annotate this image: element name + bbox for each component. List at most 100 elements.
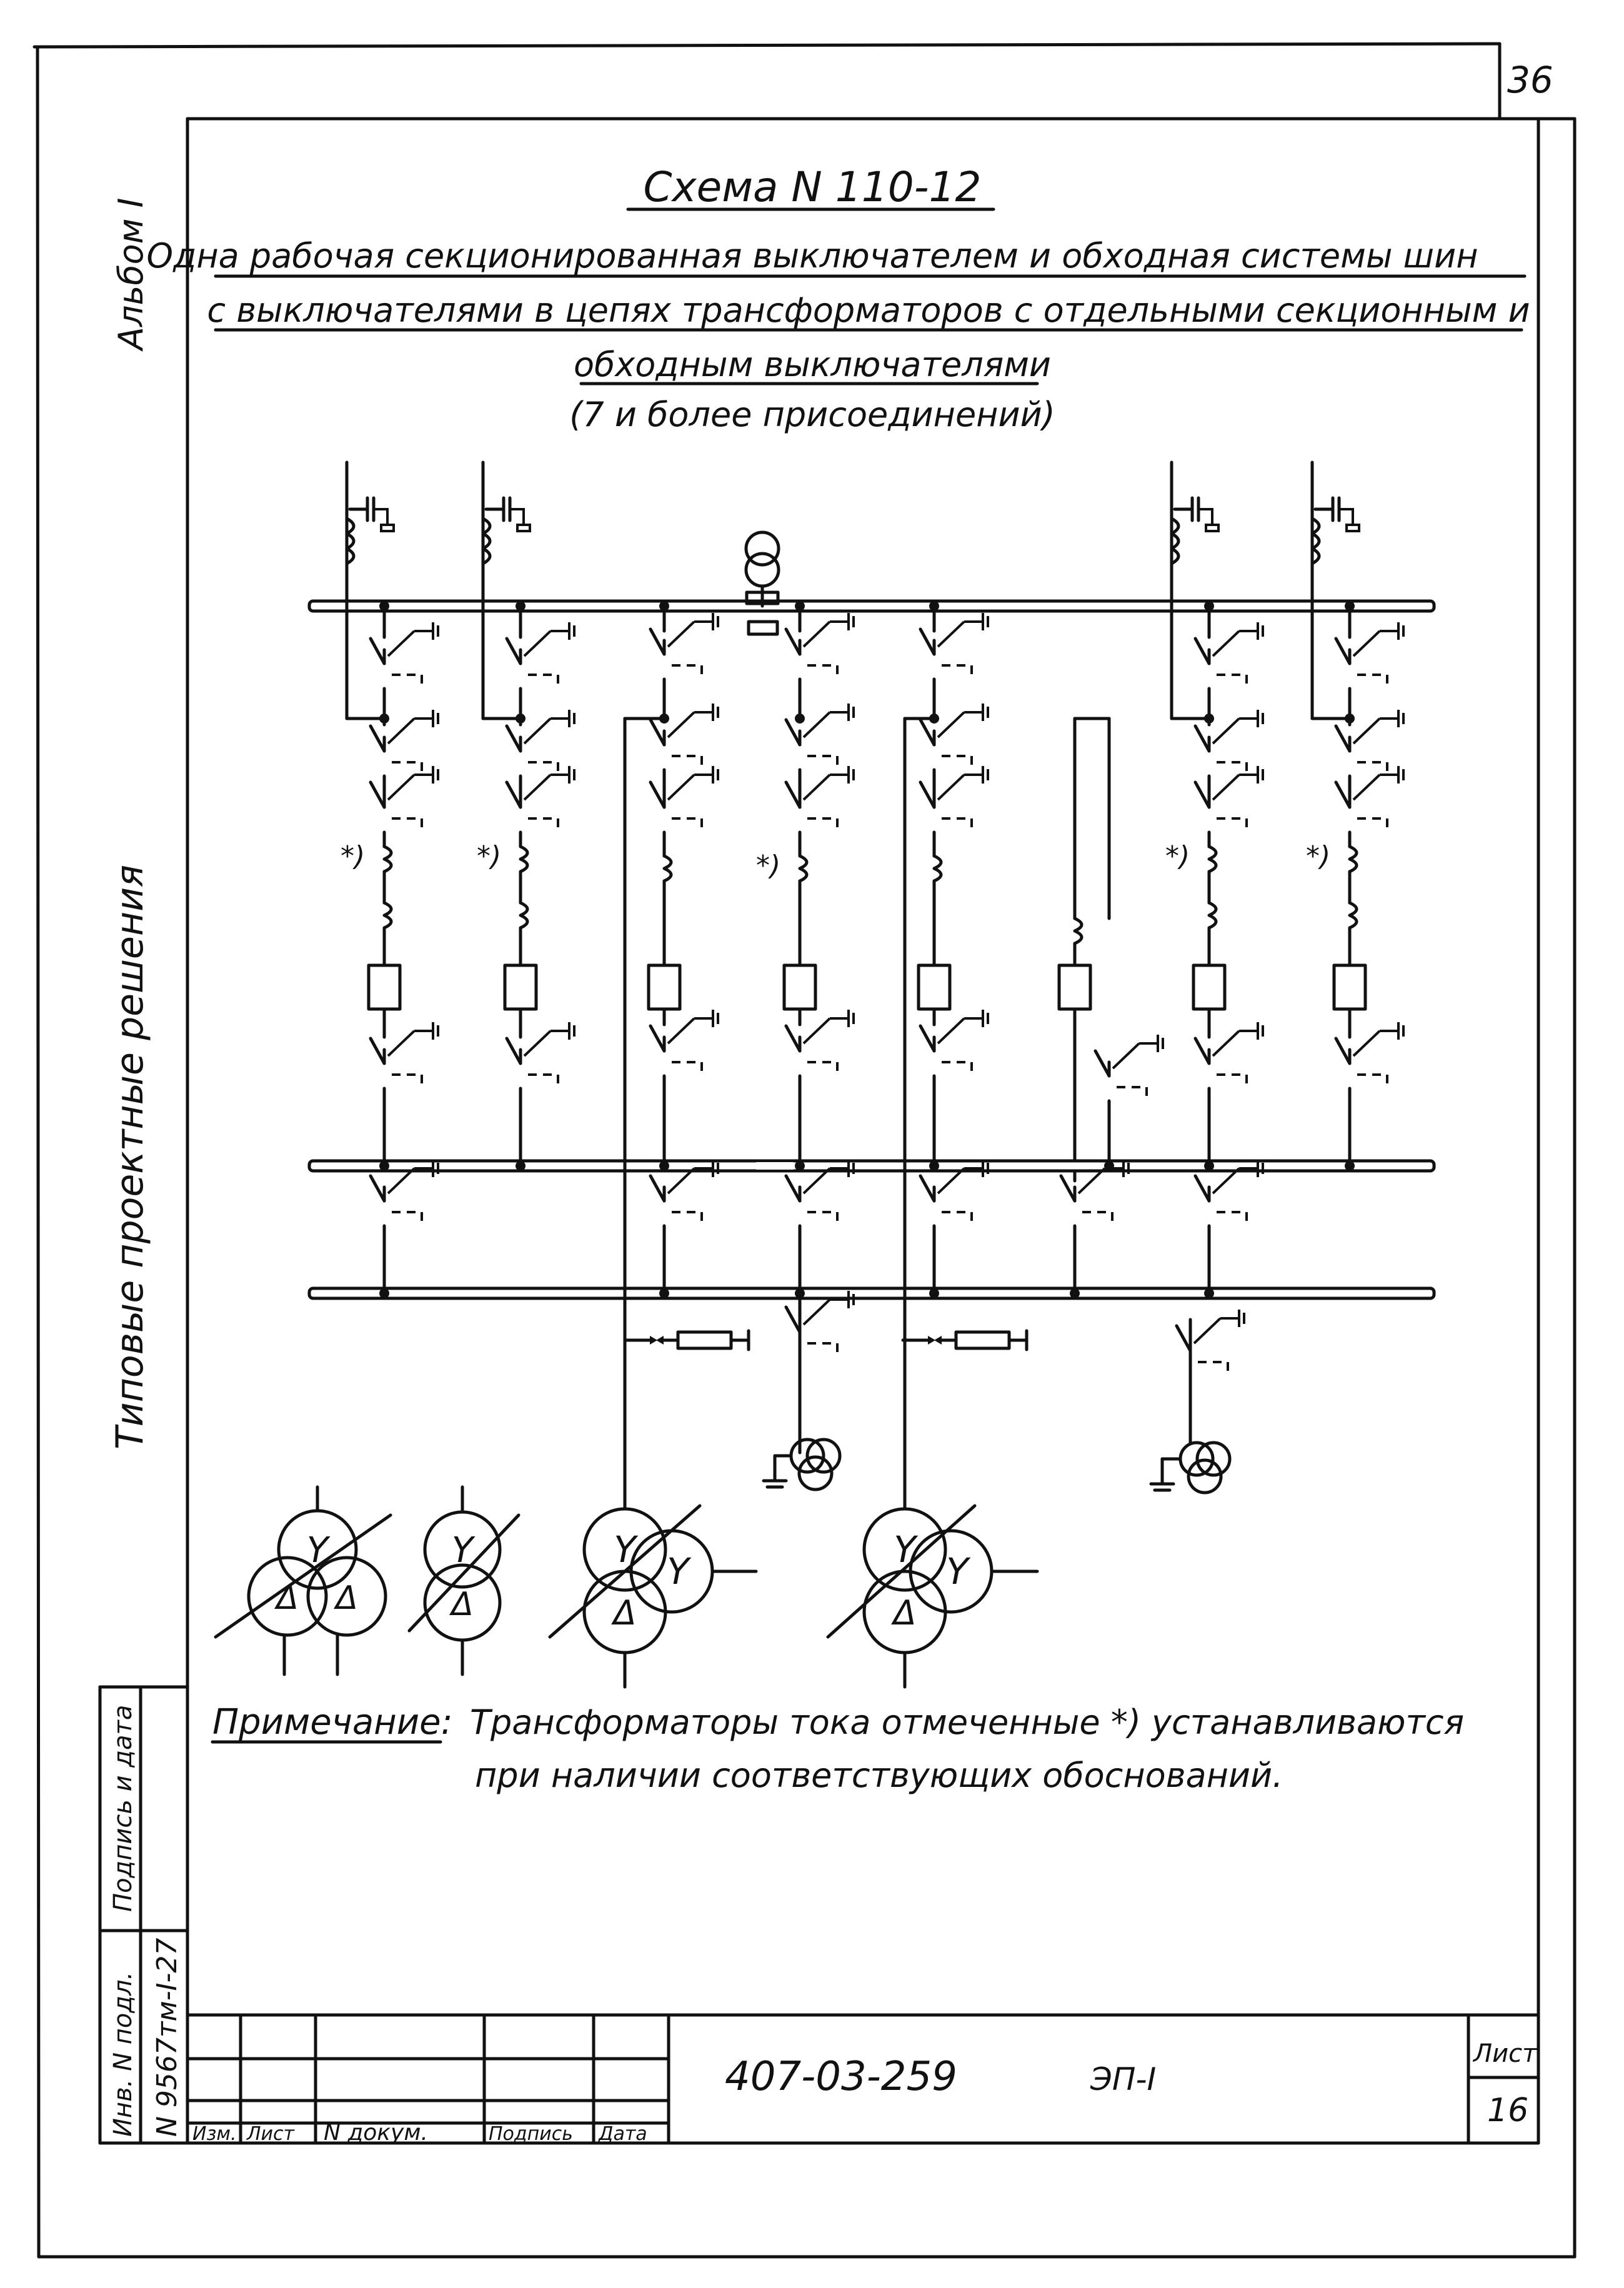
circuit-breaker	[1332, 963, 1367, 1011]
circuit-breaker	[503, 963, 538, 1011]
delta-symbol: Δ	[891, 1593, 917, 1633]
junction-dot	[929, 601, 939, 611]
drive-link	[672, 817, 703, 832]
disconnector-blade	[1093, 1049, 1111, 1078]
earth-blade	[667, 711, 695, 739]
circuit-breaker	[1057, 963, 1092, 1011]
disconnector-blade	[784, 1305, 802, 1334]
note-line-1: Трансформаторы тока отмеченные *) устана…	[470, 1703, 1464, 1742]
series-label: Типовые проектные решения	[108, 865, 152, 1450]
sheet-value: 16	[1487, 2092, 1528, 2129]
junction-dot	[795, 714, 805, 724]
current-transformer	[519, 845, 529, 873]
drive-link	[807, 1211, 839, 1226]
sheet-label: Лист	[1472, 2039, 1538, 2068]
drive-link	[528, 1073, 559, 1088]
transformer-1: Y Δ Δ	[214, 1485, 392, 1676]
line-trap	[1170, 517, 1180, 565]
drive-link	[807, 1342, 839, 1357]
drive-link	[1217, 817, 1248, 832]
current-transformer	[382, 901, 393, 930]
drive-link	[807, 664, 839, 679]
drive-link	[672, 1061, 703, 1076]
coupling-capacitor	[1205, 524, 1220, 532]
junction-dot	[1345, 714, 1355, 724]
disconnector-blade	[919, 1024, 936, 1053]
wye-symbol: Y	[946, 1550, 971, 1593]
col-signature: Подпись	[489, 2123, 573, 2145]
drive-link	[1117, 1086, 1148, 1101]
transformer-3: Y Y Δ	[548, 717, 758, 1689]
bus-voltage-transformer	[744, 530, 780, 636]
junction-dot	[379, 601, 389, 611]
sheet-number: 36	[1507, 59, 1553, 101]
earth-blade	[802, 1298, 831, 1326]
junction-dot	[379, 714, 389, 724]
drive-link	[942, 817, 973, 832]
junction-dot	[929, 1161, 939, 1171]
circuit-breaker	[367, 963, 402, 1011]
earth-blade	[937, 1017, 965, 1045]
earth-blade	[387, 1030, 416, 1057]
junction-dot	[1204, 601, 1214, 611]
current-transformer	[1207, 845, 1218, 873]
drive-link	[528, 761, 559, 776]
drive-link	[807, 1061, 839, 1076]
junction-dot	[1204, 1161, 1214, 1171]
earth-blade	[1112, 1042, 1140, 1070]
document-code: 407-03-259	[725, 2054, 957, 2100]
drive-link	[392, 817, 423, 832]
drive-link	[807, 755, 839, 770]
earth-blade	[1193, 1317, 1222, 1345]
junction-dot	[379, 1288, 389, 1298]
current-transformer	[1348, 845, 1358, 873]
earth-blade	[937, 1167, 965, 1195]
drive-link	[1357, 674, 1388, 689]
col-sheet: Лист	[246, 2123, 296, 2145]
drive-link	[1217, 1073, 1248, 1088]
drive-link	[807, 817, 839, 832]
wye-symbol: Y	[667, 1550, 692, 1593]
earth-blade	[523, 773, 552, 801]
diagram-subtitle-2: с выключателями в цепях трансформаторов …	[207, 291, 1530, 330]
disconnector-blade	[1193, 637, 1211, 665]
delta-symbol: Δ	[333, 1579, 358, 1617]
document-part: ЭП-I	[1090, 2061, 1156, 2097]
disconnector-blade	[369, 724, 386, 753]
coupling-capacitor	[516, 524, 531, 532]
disconnector-blade	[784, 1174, 802, 1203]
coupling-capacitor	[510, 508, 525, 525]
ct-marker: *)	[756, 850, 780, 882]
junction-dot	[379, 1161, 389, 1171]
junction-dot	[659, 601, 669, 611]
disconnector-blade	[1334, 637, 1352, 665]
disconnector-blade	[649, 780, 666, 809]
disconnector-blade	[784, 627, 802, 656]
line-trap	[481, 517, 492, 565]
disconnector-blade	[505, 724, 522, 753]
earth-blade	[937, 711, 965, 739]
disconnector-blade	[649, 718, 666, 747]
junction-dot	[929, 1288, 939, 1298]
disconnector-blade	[649, 1174, 666, 1203]
junction-dot	[1345, 601, 1355, 611]
diagram-title: Схема N 110-12	[643, 163, 981, 211]
drive-link	[528, 817, 559, 832]
drive-link	[1357, 817, 1388, 832]
circuit-breaker	[782, 963, 817, 1011]
junction-dot	[516, 714, 526, 724]
power-transformers: Y Δ Δ Y Δ Y Y Δ	[214, 717, 1039, 1689]
earth-blade	[1352, 717, 1381, 745]
signature-date-header: Подпись и дата	[109, 1705, 137, 1912]
junction-dot	[795, 601, 805, 611]
coupling-capacitor	[1198, 508, 1213, 525]
drive-link	[392, 674, 423, 689]
disconnector-blade	[1193, 780, 1211, 809]
disconnector-blade	[784, 718, 802, 747]
coupling-capacitor	[1339, 508, 1354, 525]
junction-dot	[516, 601, 526, 611]
earth-blade	[387, 1167, 416, 1195]
drive-link	[672, 664, 703, 679]
earth-blade	[802, 711, 831, 739]
drive-link	[1357, 761, 1388, 776]
